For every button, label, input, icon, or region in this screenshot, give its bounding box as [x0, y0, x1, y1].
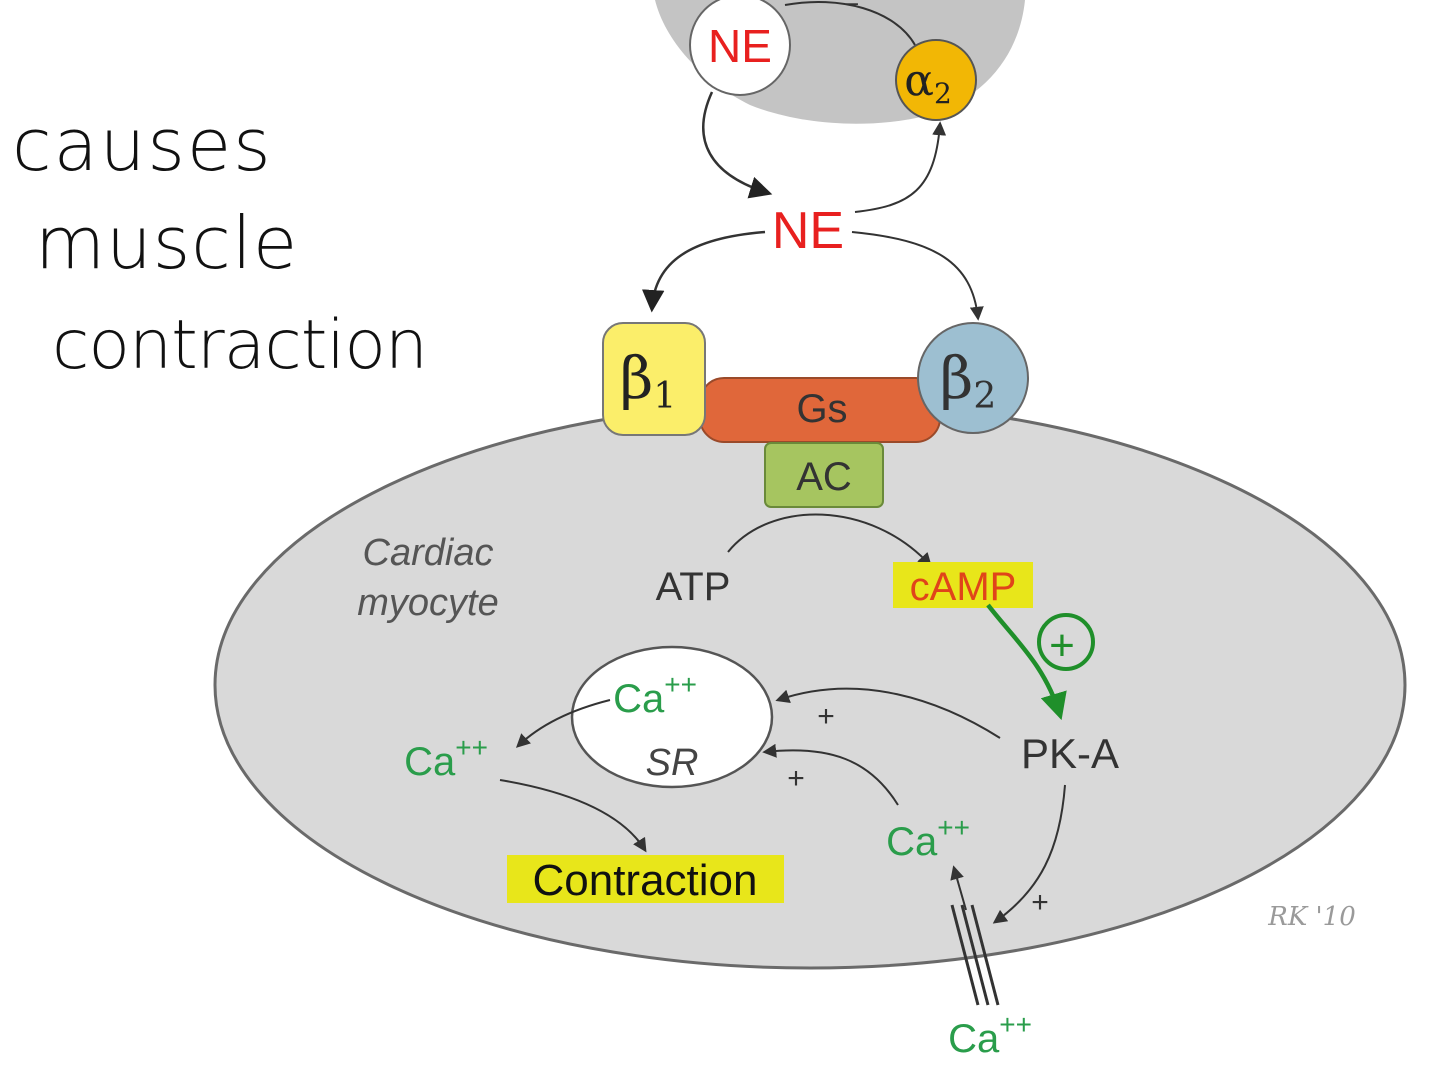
calcium-channel — [950, 904, 1000, 1006]
alpha2-label: α2 — [904, 55, 952, 110]
ne-vesicle — [689, 0, 791, 96]
plus-sr-lower: + — [787, 762, 805, 795]
sr-release-arrow — [515, 699, 611, 748]
feedback-sign: − — [845, 0, 859, 18]
handwritten-line-1: causes — [12, 103, 273, 187]
ne-vesicle-label: NE — [708, 20, 772, 72]
gs-label: Gs — [796, 387, 847, 431]
released-ca-ion: Ca++ — [404, 732, 488, 784]
ca-to-sr-arrow-lower — [762, 743, 899, 806]
plus-channel: + — [1031, 886, 1049, 919]
activation-plus-sign: + — [1049, 621, 1075, 670]
activation-plus-circle — [1037, 613, 1095, 671]
ne-to-beta2-arrow — [851, 231, 984, 321]
pka-to-channel-arrow — [992, 784, 1066, 924]
camp-to-pka-green-arrow — [986, 603, 1067, 721]
atp-label: ATP — [656, 565, 731, 609]
pka-label: PK-A — [1021, 730, 1119, 777]
release-arrow — [702, 91, 773, 199]
beta1-receptor — [602, 322, 706, 436]
cell-label-cardiac: Cardiac — [363, 532, 494, 574]
ca-to-contraction-arrow — [499, 779, 647, 853]
feedback-arc — [784, 1, 916, 46]
channel-influx-arrow — [950, 865, 967, 911]
beta2-receptor — [917, 322, 1029, 434]
adenylyl-cyclase — [764, 442, 884, 508]
extracellular-ca-ion: Ca++ — [948, 1009, 1032, 1061]
cell-label-myocyte: myocyte — [357, 582, 498, 624]
contraction-highlight — [507, 855, 784, 903]
camp-highlight — [893, 562, 1033, 608]
contraction-label: Contraction — [532, 856, 757, 905]
handwritten-line-3: contraction — [52, 306, 427, 385]
beta1-label: β1 — [620, 344, 676, 417]
pka-to-sr-arrow-upper — [775, 687, 1001, 739]
ne-to-alpha2-arrow — [854, 121, 947, 213]
ac-label: AC — [796, 455, 852, 499]
sr-label: SR — [646, 742, 699, 784]
author-signature: RK '10 — [1267, 902, 1356, 932]
sarcoplasmic-reticulum — [570, 645, 774, 789]
handwritten-line-2: muscle — [35, 201, 298, 285]
influx-ca-ion: Ca++ — [886, 812, 970, 864]
alpha2-receptor — [895, 39, 977, 121]
sr-ca-ion: Ca++ — [613, 669, 697, 721]
released-ne: NE — [772, 202, 844, 260]
beta2-label: β2 — [940, 344, 996, 417]
atp-to-camp-arrow — [727, 513, 932, 568]
handwritten-annotation: causes muscle contraction — [12, 103, 428, 385]
plus-sr-upper: + — [817, 700, 835, 733]
ne-to-beta1-arrow — [641, 230, 766, 313]
camp-label: cAMP — [910, 565, 1017, 609]
